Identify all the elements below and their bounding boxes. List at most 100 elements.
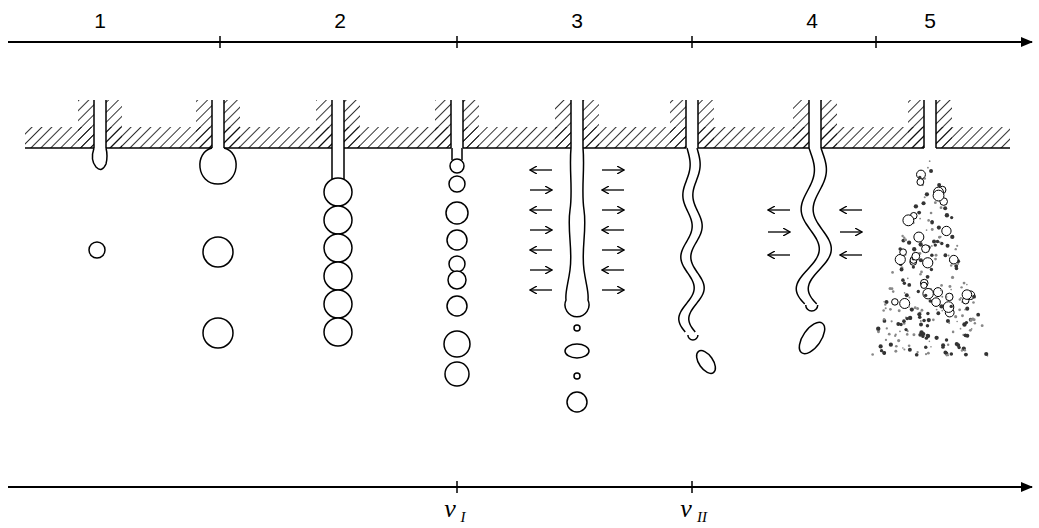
spray-droplet — [917, 312, 921, 316]
spray-droplet — [943, 253, 947, 257]
spray-droplet — [912, 252, 920, 260]
nozzle-wall-line — [820, 100, 822, 148]
spray-droplet — [880, 349, 883, 352]
spray-droplet — [924, 294, 927, 297]
drop — [203, 237, 233, 267]
drop — [450, 159, 464, 173]
velocity-subscript: II — [697, 510, 707, 525]
spray-droplet — [912, 247, 916, 251]
spray-droplet — [922, 332, 926, 336]
spray-droplet — [960, 286, 962, 288]
nozzle-wall — [670, 100, 714, 148]
nozzle-wall-line — [685, 100, 687, 148]
spray-droplet — [917, 290, 920, 293]
spray-droplet — [924, 196, 926, 198]
force-arrow — [530, 189, 552, 190]
spray-droplet — [926, 312, 929, 315]
spray-droplet — [927, 219, 930, 222]
drop — [89, 242, 105, 258]
force-arrow — [602, 189, 624, 190]
nozzle-wall — [316, 100, 360, 148]
regime-number: 1 — [94, 10, 106, 31]
spray-droplet — [922, 319, 926, 323]
force-arrow — [768, 231, 790, 232]
spray-droplet — [955, 248, 957, 250]
spray-droplet — [974, 322, 976, 324]
spray-droplet — [919, 242, 923, 246]
spray-droplet — [943, 351, 947, 355]
axis-line — [8, 486, 1032, 488]
nozzle-wall-line — [923, 100, 925, 148]
spray-droplet — [920, 271, 923, 274]
spray-droplet — [894, 350, 897, 353]
spray-droplet — [921, 282, 927, 288]
spray-droplet — [955, 342, 959, 346]
spray-droplet — [900, 268, 904, 272]
spray-droplet — [900, 298, 910, 308]
spray-droplet — [972, 295, 976, 299]
spray-droplet — [937, 226, 941, 230]
spray-droplet — [916, 307, 919, 310]
nozzle-channel — [451, 99, 463, 149]
spray-droplet — [962, 290, 972, 300]
jet-edge — [796, 148, 819, 304]
force-arrow — [530, 249, 552, 250]
spray-droplet — [926, 324, 929, 327]
spray-droplet — [930, 254, 934, 258]
spray-droplet — [924, 345, 927, 348]
force-arrow — [530, 169, 552, 170]
nozzle-exit — [809, 147, 821, 150]
spray-droplet — [943, 206, 947, 210]
spray-droplet — [923, 288, 933, 298]
spray-droplet — [927, 352, 930, 355]
spray-droplet — [920, 320, 922, 322]
nozzle-wall — [435, 100, 479, 148]
drop — [203, 318, 233, 348]
spray-droplet — [950, 264, 952, 266]
spray-droplet — [889, 343, 893, 347]
spray-droplet — [950, 305, 953, 308]
axis-tick — [219, 36, 221, 48]
nozzle-plate — [25, 99, 1010, 150]
axis-line — [8, 41, 1032, 43]
spray-droplet — [950, 235, 954, 239]
spray-droplet — [950, 216, 953, 219]
spray-droplet — [882, 309, 885, 312]
nozzle-wall — [196, 100, 240, 148]
drop — [444, 331, 470, 357]
spray-droplet — [946, 319, 950, 323]
spray-droplet — [894, 335, 896, 337]
spray-droplet — [960, 328, 962, 330]
spray-droplet — [886, 327, 888, 329]
nozzle-wall-line — [935, 100, 937, 148]
drop — [324, 206, 352, 234]
spray-droplet — [948, 322, 950, 324]
nozzle-wall-line — [582, 100, 584, 148]
force-arrow — [602, 169, 624, 170]
spray-droplet — [929, 160, 931, 162]
jets — [89, 148, 988, 412]
force-arrow — [530, 229, 552, 230]
nozzle-channel — [94, 99, 106, 149]
drop — [324, 262, 352, 290]
spray-droplet — [917, 170, 926, 179]
drop — [449, 176, 465, 192]
nozzle-exit — [451, 147, 463, 150]
spray-droplet — [897, 339, 900, 342]
spray-droplet — [912, 265, 915, 268]
drop — [324, 290, 352, 318]
nozzle-wall — [78, 100, 122, 148]
spray-droplet — [981, 324, 984, 327]
plate-surface — [25, 147, 1010, 149]
spray-droplet — [917, 211, 921, 215]
axis-tick — [875, 36, 877, 48]
spray-droplet — [933, 190, 944, 201]
spray-droplet — [884, 303, 886, 305]
spray-droplet — [904, 238, 907, 241]
force-arrow — [602, 209, 624, 210]
force-arrow — [530, 269, 552, 270]
spray-droplet — [876, 326, 880, 330]
drop — [567, 392, 587, 412]
nozzle-wall-line — [93, 100, 95, 148]
